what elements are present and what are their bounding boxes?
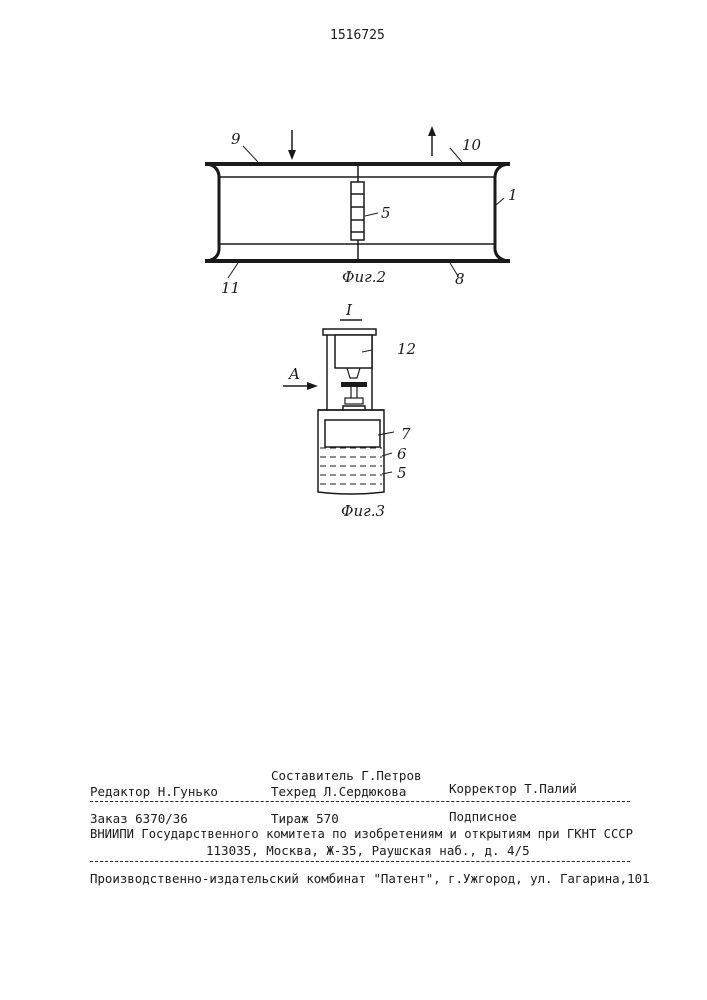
label-a: A — [289, 365, 300, 383]
label-12: 12 — [397, 340, 416, 358]
corrector-line: Корректор Т.Палий — [449, 781, 577, 796]
compiler-line: Составитель Г.Петров — [271, 768, 422, 783]
order-line: Заказ 6370/36 — [90, 811, 188, 826]
arrow-a — [307, 382, 318, 390]
organization-line: ВНИИПИ Государственного комитета по изоб… — [90, 827, 633, 841]
editor-line: Редактор Н.Гунько — [90, 784, 218, 799]
detail-label-i: I — [346, 301, 352, 319]
circulation-line: Тираж 570 — [271, 811, 339, 826]
element-7 — [325, 420, 380, 447]
figure-3-caption: Фиг.3 — [341, 502, 385, 520]
divider-2 — [90, 861, 630, 862]
label-7: 7 — [401, 425, 411, 443]
techred-line: Техред Л.Сердюкова — [271, 784, 406, 799]
divider-1 — [90, 801, 630, 802]
label-5-fig3: 5 — [397, 464, 407, 482]
address-line: 113035, Москва, Ж-35, Раушская наб., д. … — [206, 843, 530, 858]
subscription-line: Подписное — [449, 809, 517, 824]
label-6: 6 — [397, 445, 407, 463]
publisher-line: Производственно-издательский комбинат "П… — [90, 871, 650, 886]
